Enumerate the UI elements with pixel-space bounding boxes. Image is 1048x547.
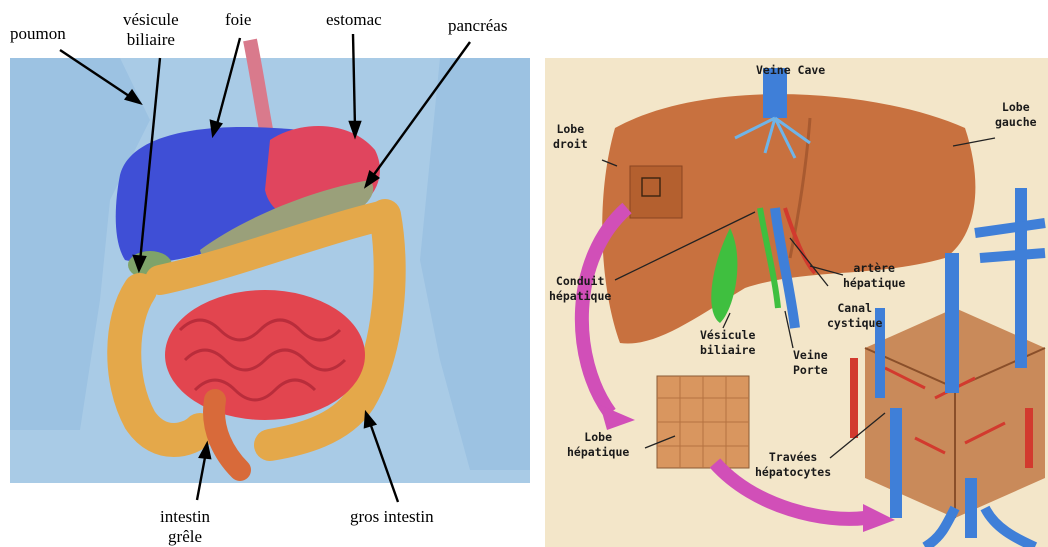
label-canal-1: Canal [827,301,882,316]
label-poumon: poumon [10,24,66,44]
label-lobe-droit-2: droit [553,137,588,152]
label-veine-porte-1: Veine [793,348,828,363]
label-vesicule-1: Vésicule [700,328,755,343]
label-lobe-hepatique: Lobe hépatique [567,430,629,460]
label-veine-porte: Veine Porte [793,348,828,378]
artery-right [1025,408,1033,468]
label-artere-1: artère [843,261,905,276]
label-veine-cave: Veine Cave [756,63,825,78]
small-intestine [165,290,365,420]
label-vesicule-2: biliaire [700,343,755,358]
vessel-right [1015,188,1027,368]
label-vesicule-line2: biliaire [123,30,179,50]
label-veine-porte-2: Porte [793,363,828,378]
digestive-system-illustration [0,0,530,547]
label-travees-1: Travées [755,450,831,465]
label-travees-hepatocytes: Travées hépatocytes [755,450,831,480]
label-vesicule-biliaire: vésicule biliaire [123,10,179,50]
artery-left [850,358,858,438]
label-vesicule-line1: vésicule [123,10,179,30]
label-lobe-hep-2: hépatique [567,445,629,460]
label-canal-2: cystique [827,316,882,331]
label-intestin-grele: intestin grêle [160,507,210,547]
label-lobe-hep-1: Lobe [567,430,629,445]
label-artere-2: hépatique [843,276,905,291]
label-canal-cystique: Canal cystique [827,301,882,331]
label-conduit-hepatique: Conduit hépatique [549,274,611,304]
label-pancreas: pancréas [448,16,507,36]
vessel-bottom [965,478,977,538]
label-lobe-droit-1: Lobe [553,122,588,137]
vessel-lower [890,408,902,518]
label-gros-intestin: gros intestin [350,507,434,527]
label-lobe-droit: Lobe droit [553,122,588,152]
label-lobe-gauche: Lobe gauche [995,100,1037,130]
label-intestin-line1: intestin [160,507,210,527]
liver-cutaway [630,166,682,218]
label-conduit-1: Conduit [549,274,611,289]
digestive-system-diagram: poumon vésicule biliaire foie estomac pa… [0,0,530,547]
label-estomac: estomac [326,10,382,30]
liver-anatomy-diagram: Veine Cave Lobe droit Lobe gauche Condui… [545,58,1048,547]
label-travees-2: hépatocytes [755,465,831,480]
label-vesicule-biliaire-right: Vésicule biliaire [700,328,755,358]
central-vein [945,253,959,393]
label-lobe-gauche-2: gauche [995,115,1037,130]
label-artere-hepatique: artère hépatique [843,261,905,291]
label-conduit-2: hépatique [549,289,611,304]
label-intestin-line2: grêle [160,527,210,547]
label-lobe-gauche-1: Lobe [995,100,1037,115]
label-foie: foie [225,10,251,30]
